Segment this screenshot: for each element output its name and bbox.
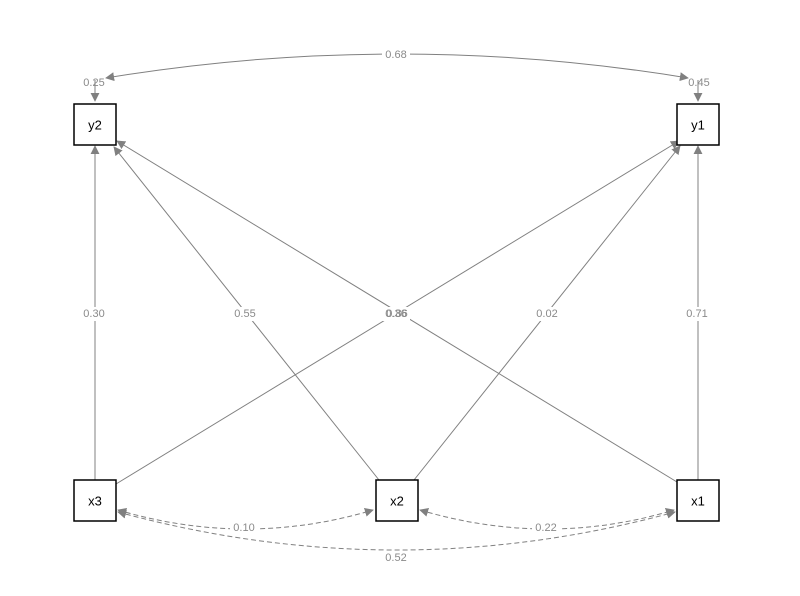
node-y1[interactable]: y1: [676, 103, 720, 146]
covariance-x3-x2-value: 0.10: [233, 522, 254, 534]
node-x3-label: x3: [88, 494, 102, 509]
variance-y1-value: 0.45: [688, 77, 709, 89]
edge-label-x1-y2: 0.36: [382, 307, 410, 321]
node-x1[interactable]: x1: [676, 479, 720, 522]
coefficient-x3-y2: 0.30: [83, 308, 104, 320]
edge-label-x2-x1-cov: 0.22: [532, 521, 560, 535]
node-x3[interactable]: x3: [73, 479, 117, 522]
variance-y2-value: 0.25: [83, 77, 104, 89]
edge-label-x3-y2: 0.30: [80, 307, 108, 321]
edge-label-y2-var: 0.25: [83, 77, 104, 89]
node-y1-label: y1: [691, 118, 705, 133]
covariance-x3-x1-value: 0.52: [385, 552, 406, 564]
coefficient-x1-y2: 0.36: [385, 308, 406, 320]
edge-label-x3-x2-cov: 0.10: [230, 521, 258, 535]
edge-label-x2-y1: 0.02: [533, 307, 561, 321]
nodes: y2 y1 x3 x2 x1: [73, 103, 720, 522]
covariance-x2-x1-value: 0.22: [535, 522, 556, 534]
coefficient-x1-y1: 0.71: [686, 308, 707, 320]
node-x2[interactable]: x2: [375, 479, 419, 522]
edges: [90, 53, 703, 551]
edge-label-x2-y2: 0.55: [231, 307, 259, 321]
covariance-y2-y1-value: 0.68: [385, 49, 406, 61]
node-y2-label: y2: [88, 118, 102, 133]
edge-label-x3-y1: 0.86: [386, 308, 407, 320]
edge-label-y1-var: 0.45: [688, 77, 709, 89]
covariance-x3-x1: [117, 509, 676, 551]
edge-label-x1-y1: 0.71: [683, 307, 711, 321]
coefficient-x2-y2: 0.55: [234, 308, 255, 320]
node-x1-label: x1: [691, 494, 705, 509]
edge-labels: 0.30 0.55 0.36 0.86 0.02 0.71 0.68 0.25: [80, 48, 711, 565]
coefficient-x2-y1: 0.02: [536, 308, 557, 320]
node-x2-label: x2: [390, 494, 404, 509]
edge-label-y2-y1-cov: 0.68: [382, 48, 410, 62]
edge-label-x3-x1-cov: 0.52: [382, 551, 410, 565]
node-y2[interactable]: y2: [73, 103, 117, 146]
coefficient-x3-y1: 0.86: [386, 308, 407, 320]
